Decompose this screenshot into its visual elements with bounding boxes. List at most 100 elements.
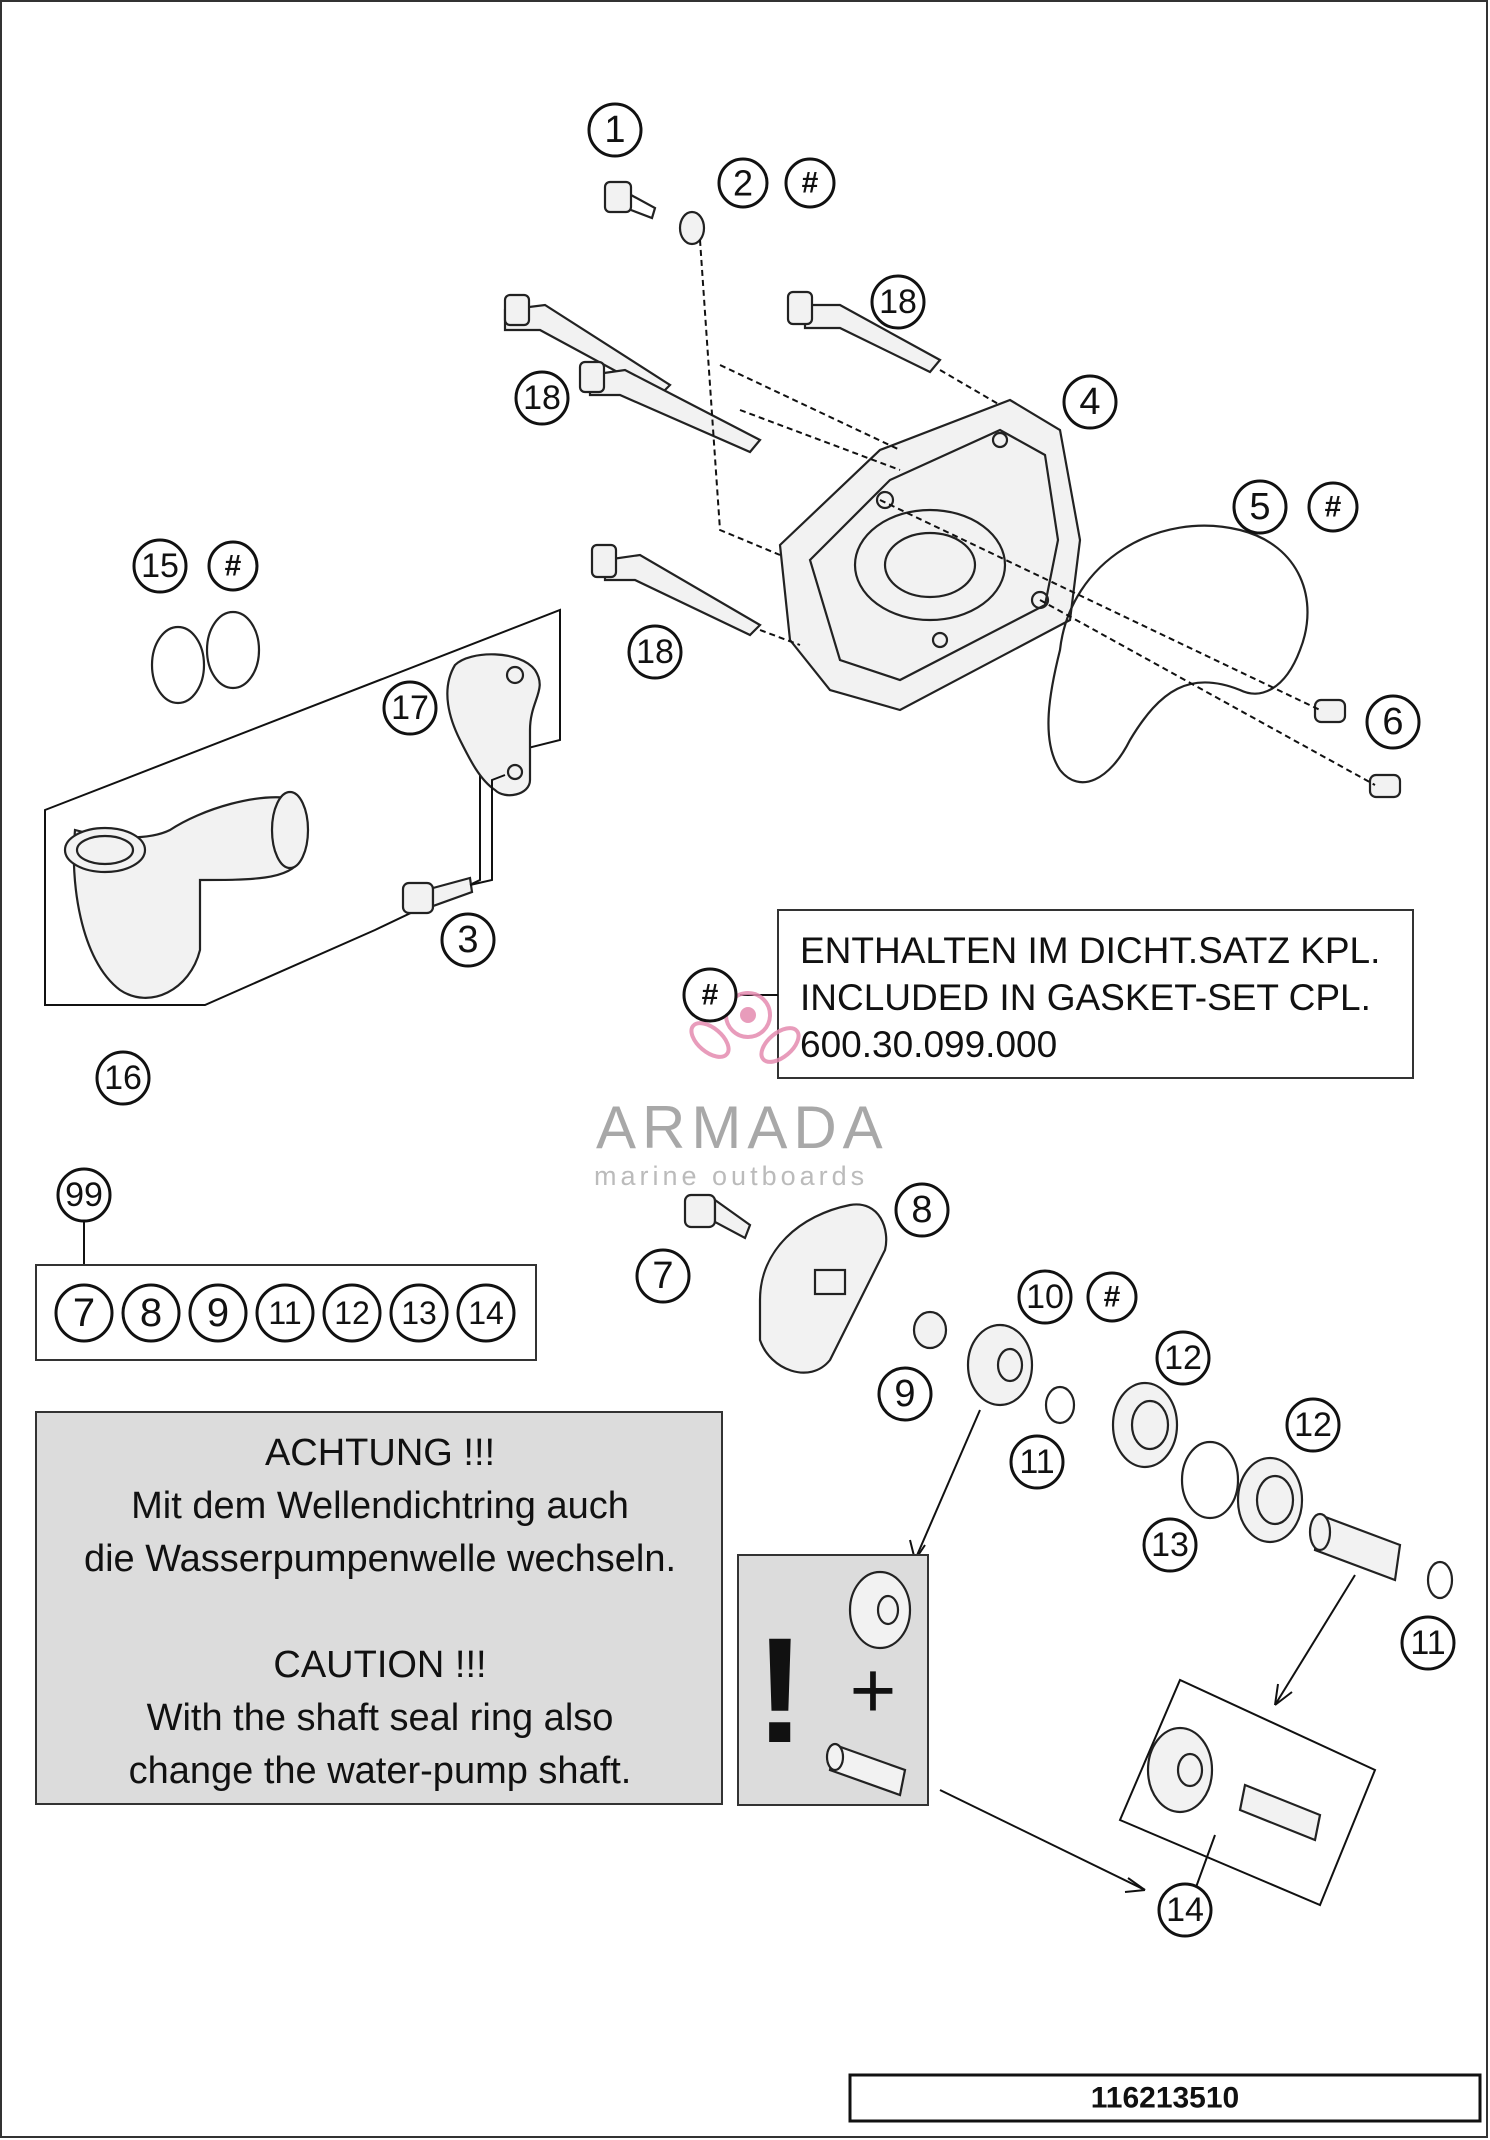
elbow-pipe-16 — [63, 790, 310, 999]
callout-16: 16 — [95, 1050, 151, 1106]
circlip-11a — [1044, 1385, 1076, 1425]
callout-7: 7 — [635, 1248, 691, 1304]
bearing-12b — [1236, 1456, 1304, 1544]
circlip-11b — [1426, 1560, 1454, 1600]
watermark-tagline: marine outboards — [594, 1161, 868, 1191]
svg-text:11: 11 — [1019, 1443, 1054, 1481]
caution-en-title: CAUTION !!! — [273, 1644, 486, 1686]
svg-text:11: 11 — [268, 1295, 301, 1331]
bolt-7 — [683, 1193, 752, 1240]
callout-4: 4 — [1062, 374, 1118, 430]
svg-text:1: 1 — [604, 109, 625, 151]
callout-hash-note: # — [682, 967, 738, 1023]
diagram-id-box — [848, 2073, 1482, 2123]
gasket-17 — [446, 653, 541, 797]
kit-callout-11: 11 — [255, 1283, 315, 1343]
callout-6: 6 — [1365, 694, 1421, 750]
callout-12-a: 12 — [1155, 1330, 1211, 1386]
impeller-8 — [758, 1203, 888, 1374]
svg-text:7: 7 — [652, 1255, 673, 1297]
svg-text:6: 6 — [1382, 701, 1403, 743]
leader-3 — [469, 774, 506, 886]
callout-99: 99 — [56, 1167, 112, 1223]
svg-text:14: 14 — [468, 1295, 504, 1331]
svg-text:3: 3 — [457, 919, 478, 961]
svg-text:11: 11 — [1410, 1624, 1445, 1662]
callout-12-b: 12 — [1285, 1397, 1341, 1453]
gasket-note-line1: ENTHALTEN IM DICHT.SATZ KPL. — [800, 930, 1380, 971]
svg-text:99: 99 — [65, 1176, 103, 1214]
bolt-1 — [603, 180, 633, 214]
screw-3 — [401, 876, 474, 915]
caution-en-line2: change the water-pump shaft. — [129, 1750, 632, 1792]
callout-10: 10 — [1017, 1269, 1073, 1325]
plus-sign: + — [850, 1646, 897, 1735]
gasket-note-line2: INCLUDED IN GASKET-SET CPL. — [800, 977, 1371, 1018]
kit-callout-14: 14 — [456, 1283, 516, 1343]
arrows — [909, 1409, 1356, 1893]
callout-2: 2 — [717, 157, 769, 209]
svg-text:7: 7 — [73, 1291, 95, 1335]
svg-text:17: 17 — [391, 689, 429, 727]
callout-9: 9 — [877, 1366, 933, 1422]
caution-de-line2: die Wasserpumpenwelle wechseln. — [84, 1538, 676, 1580]
callout-15: 15 — [132, 538, 188, 594]
diagram-id: 116213510 — [1091, 2082, 1240, 2115]
svg-text:#: # — [802, 167, 819, 200]
caution-de-line1: Mit dem Wellendichtring auch — [131, 1485, 629, 1527]
callout-5: 5 — [1232, 479, 1288, 535]
seal-10 — [966, 1323, 1034, 1407]
pump-cover-drawing — [778, 398, 1082, 712]
svg-text:5: 5 — [1249, 486, 1270, 528]
callout-11-a: 11 — [1009, 1434, 1065, 1490]
callout-15-hash: # — [207, 540, 259, 592]
caution-en-line1: With the shaft seal ring also — [147, 1697, 614, 1739]
callout-2-hash: # — [784, 157, 836, 209]
kit-callout-13: 13 — [389, 1283, 449, 1343]
kit-callout-9: 9 — [188, 1283, 248, 1343]
armada-watermark: ARMADA marine outboards — [594, 991, 889, 1191]
washer-9 — [912, 1310, 948, 1350]
callout-3: 3 — [440, 912, 496, 968]
callout-18-top: 18 — [870, 274, 926, 330]
kit-callout-7: 7 — [54, 1283, 114, 1343]
callout-13: 13 — [1142, 1517, 1198, 1573]
svg-text:12: 12 — [1294, 1406, 1332, 1444]
dowel-6b — [1368, 773, 1402, 799]
svg-text:#: # — [702, 979, 719, 1012]
bearing-12a — [1111, 1381, 1179, 1469]
caution-box — [35, 1411, 723, 1805]
replacement-set-outline — [1118, 1678, 1377, 1907]
callout-17: 17 — [382, 680, 438, 736]
callout-14: 14 — [1157, 1882, 1213, 1938]
o-ring-5 — [1047, 524, 1309, 784]
dowel-6a — [1313, 698, 1347, 724]
svg-text:8: 8 — [911, 1189, 932, 1231]
callout-18-mid: 18 — [627, 624, 683, 680]
svg-text:18: 18 — [636, 633, 674, 671]
callout-18-left: 18 — [514, 370, 570, 426]
svg-text:18: 18 — [879, 283, 917, 321]
callout-11-b: 11 — [1400, 1615, 1456, 1671]
svg-text:16: 16 — [104, 1059, 142, 1097]
circlip-13 — [1180, 1440, 1240, 1520]
gasket-note-line3: 600.30.099.000 — [800, 1024, 1057, 1065]
kit-callout-12: 12 — [322, 1283, 382, 1343]
caution-de-title: ACHTUNG !!! — [265, 1432, 495, 1474]
kit-callout-8: 8 — [121, 1283, 181, 1343]
assembly-16-outline — [44, 608, 561, 1006]
gasket-note-box — [777, 909, 1414, 1079]
washer-2 — [678, 210, 706, 246]
callout-1: 1 — [587, 102, 643, 158]
svg-text:15: 15 — [141, 547, 179, 585]
leader-lines-top — [699, 239, 1376, 786]
callout-10-hash: # — [1086, 1271, 1138, 1323]
callout-5-hash: # — [1307, 481, 1359, 533]
svg-text:2: 2 — [733, 163, 753, 204]
warning-parts-icon — [825, 1570, 912, 1797]
svg-text:18: 18 — [523, 379, 561, 417]
watermark-brand: ARMADA — [596, 1094, 889, 1161]
callout-8: 8 — [894, 1182, 950, 1238]
